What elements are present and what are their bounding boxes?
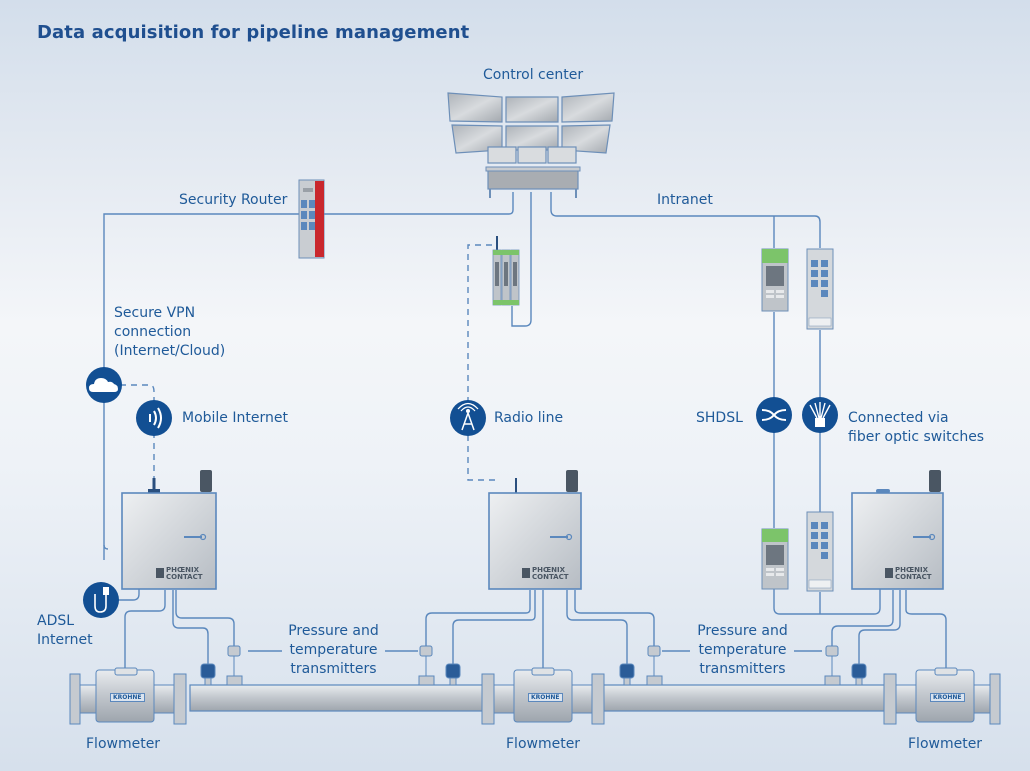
vpn-label-line: Secure VPN <box>114 305 196 321</box>
pressure-transmitter <box>445 663 461 686</box>
control-center-icon <box>447 92 615 198</box>
transmitters-right-label: Pressure and temperature transmitters <box>691 622 794 679</box>
pressure-transmitter <box>619 663 635 686</box>
fiber-optic-icon <box>802 397 838 433</box>
cabinet-center <box>488 470 582 590</box>
adsl-label-line: ADSL <box>37 613 75 629</box>
page-title: Data acquisition for pipeline management <box>37 22 470 43</box>
flowmeter-left-label: Flowmeter <box>86 736 161 752</box>
security-router-device <box>298 179 325 259</box>
shdsl-line <box>773 588 881 615</box>
twisted-pair-icon <box>756 397 792 433</box>
shdsl-label: SHDSL <box>696 410 743 426</box>
flowmeter-brand-plate: KROHNE <box>110 693 145 702</box>
intranet-label: Intranet <box>657 192 713 208</box>
brand-line: PHŒNIX <box>895 566 929 574</box>
flowmeter-center-label: Flowmeter <box>506 736 581 752</box>
transmitters-label-line: temperature <box>698 642 787 658</box>
vpn-label: Secure VPN connection (Internet/Cloud) <box>114 304 225 361</box>
radio-line-label: Radio line <box>494 410 564 426</box>
connection-lines <box>103 192 947 668</box>
transmitters-label-line: temperature <box>289 642 378 658</box>
radio-module-line <box>511 192 532 327</box>
temperature-transmitter <box>418 645 435 686</box>
fiber-label: Connected via fiber optic switches <box>848 409 984 447</box>
temperature-transmitter <box>824 645 841 686</box>
intranet-line <box>550 192 821 248</box>
fiber-switch-bottom <box>806 511 834 592</box>
cabinet-right <box>851 470 944 590</box>
shdsl-extender-top <box>761 248 789 312</box>
adsl-label: ADSL Internet <box>37 612 93 650</box>
pressure-transmitter <box>851 663 867 686</box>
vpn-label-line: (Internet/Cloud) <box>114 343 226 359</box>
transmitters-label-line: Pressure and <box>697 623 788 639</box>
shdsl-extender-bottom <box>761 528 789 590</box>
adsl-label-line: Internet <box>37 632 93 648</box>
transmitters-label-line: transmitters <box>290 661 377 677</box>
flowmeter-right-label: Flowmeter <box>908 736 983 752</box>
pipeline <box>189 684 891 712</box>
control-center-label: Control center <box>483 67 584 83</box>
temperature-transmitter <box>646 645 663 686</box>
transmitters-label-line: transmitters <box>699 661 786 677</box>
flowmeter-center-device <box>481 667 605 725</box>
cabinet-brand-logo: PHŒNIX CONTACT <box>156 567 203 581</box>
flowmeter-brand-plate: KROHNE <box>930 693 965 702</box>
security-router-label: Security Router <box>179 192 288 208</box>
transmitters-label-line: Pressure and <box>288 623 379 639</box>
cabinet-brand-logo: PHŒNIX CONTACT <box>522 567 569 581</box>
brand-line: CONTACT <box>532 573 569 581</box>
vpn-label-line: connection <box>114 324 192 340</box>
fiber-label-line: fiber optic switches <box>848 429 985 445</box>
transmitters-left-label: Pressure and temperature transmitters <box>282 622 385 679</box>
brand-line: PHŒNIX <box>166 566 200 574</box>
cabinet-brand-logo: PHŒNIX CONTACT <box>885 567 932 581</box>
wireless-signal-icon <box>136 400 172 436</box>
fiber-switch-top <box>806 248 834 330</box>
radio-modem-module <box>492 236 520 306</box>
radio-tower-icon <box>450 400 486 436</box>
brand-line: CONTACT <box>895 573 932 581</box>
temperature-transmitter <box>226 645 243 686</box>
cloud-icon <box>86 367 122 403</box>
fiber-label-line: Connected via <box>848 410 949 426</box>
brand-line: CONTACT <box>166 573 203 581</box>
cabinet-left <box>121 470 217 590</box>
pressure-transmitter <box>200 663 216 686</box>
flowmeter-brand-plate: KROHNE <box>528 693 563 702</box>
transmitters <box>200 645 867 686</box>
mobile-internet-label: Mobile Internet <box>182 410 288 426</box>
ethernet-cable-icon <box>83 582 119 618</box>
brand-line: PHŒNIX <box>532 566 566 574</box>
